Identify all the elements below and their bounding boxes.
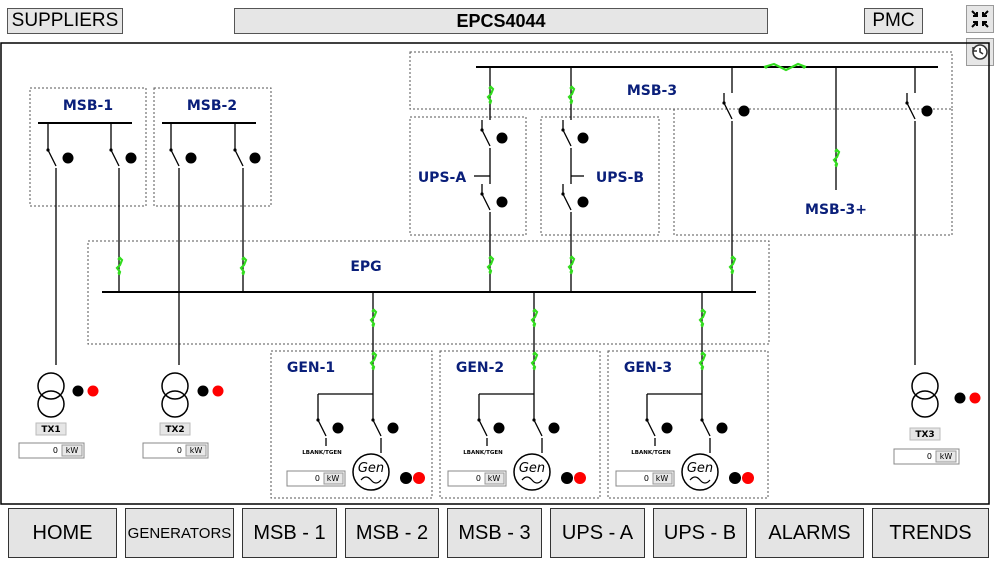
kw-unit: kW bbox=[327, 474, 340, 483]
epg-label: EPG bbox=[350, 259, 381, 275]
nav-home-button[interactable]: HOME bbox=[8, 508, 117, 558]
lbank-label: LBANK/TGEN bbox=[302, 450, 342, 456]
single-line-diagram: MSB-1 MSB-2 MSB-3 MSB-3+ UPS-A UPS-B EPG… bbox=[0, 42, 990, 505]
tx2-transformer: TX2 0 kW bbox=[142, 372, 224, 459]
msb1-label: MSB-1 bbox=[63, 98, 113, 114]
tx1-transformer: TX1 0 kW bbox=[18, 372, 99, 459]
tx1-kw-value: 0 bbox=[53, 446, 58, 455]
page-title: EPCS4044 bbox=[234, 8, 768, 34]
upsa-label: UPS-A bbox=[418, 170, 467, 186]
status-indicator-on bbox=[400, 472, 412, 484]
msb3-label: MSB-3 bbox=[627, 83, 677, 99]
gen-symbol-text: Gen bbox=[687, 461, 713, 476]
nav-generators-button[interactable]: GENERATORS bbox=[125, 508, 234, 558]
gen3-label: GEN-3 bbox=[624, 360, 672, 376]
nav-msb2-button[interactable]: MSB - 2 bbox=[345, 508, 439, 558]
kw-unit: kW bbox=[190, 446, 203, 455]
suppliers-button[interactable]: SUPPLIERS bbox=[7, 8, 123, 34]
status-indicator-alarm bbox=[413, 472, 425, 484]
gen2-label: GEN-2 bbox=[456, 360, 504, 376]
nav-upsb-button[interactable]: UPS - B bbox=[653, 508, 747, 558]
tx2-label: TX2 bbox=[165, 425, 184, 435]
tx3-transformer: TX3 0 kW bbox=[893, 372, 981, 465]
gen1-label: GEN-1 bbox=[287, 360, 335, 376]
status-indicator-on bbox=[729, 472, 741, 484]
pmc-button[interactable]: PMC bbox=[864, 8, 923, 34]
lbank-label: LBANK/TGEN bbox=[463, 450, 503, 456]
kw-unit: kW bbox=[940, 452, 953, 461]
kw-unit: kW bbox=[488, 474, 501, 483]
tx1-label: TX1 bbox=[41, 425, 60, 435]
upsb-label: UPS-B bbox=[596, 170, 644, 186]
tx3-kw-value: 0 bbox=[927, 452, 932, 461]
lbank-label: LBANK/TGEN bbox=[631, 450, 671, 456]
kw-unit: kW bbox=[66, 446, 79, 455]
status-indicator-on bbox=[561, 472, 573, 484]
status-indicator-alarm bbox=[742, 472, 754, 484]
status-indicator-alarm bbox=[574, 472, 586, 484]
tx2-kw-value: 0 bbox=[177, 446, 182, 455]
nav-upsa-button[interactable]: UPS - A bbox=[550, 508, 645, 558]
gen-symbol-text: Gen bbox=[519, 461, 545, 476]
msb2-label: MSB-2 bbox=[187, 98, 237, 114]
collapse-icon[interactable] bbox=[966, 5, 994, 33]
kw-unit: kW bbox=[656, 474, 669, 483]
nav-alarms-button[interactable]: ALARMS bbox=[755, 508, 864, 558]
gen3-kw-value: 0 bbox=[644, 474, 649, 483]
gen-symbol-text: Gen bbox=[358, 461, 384, 476]
msb3plus-label: MSB-3+ bbox=[805, 202, 867, 218]
nav-msb3-button[interactable]: MSB - 3 bbox=[447, 508, 542, 558]
nav-msb1-button[interactable]: MSB - 1 bbox=[242, 508, 337, 558]
tx3-label: TX3 bbox=[915, 430, 934, 440]
nav-trends-button[interactable]: TRENDS bbox=[872, 508, 989, 558]
gen2-kw-value: 0 bbox=[476, 474, 481, 483]
gen1-kw-value: 0 bbox=[315, 474, 320, 483]
